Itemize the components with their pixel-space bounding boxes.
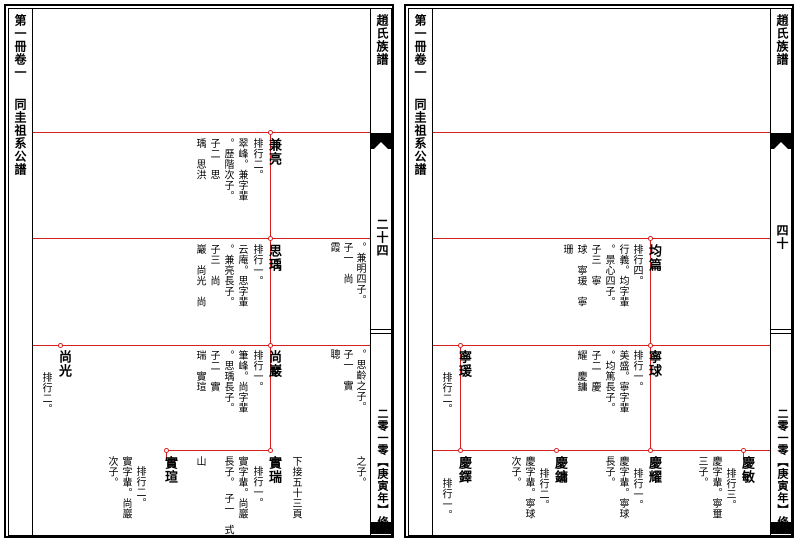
page-number: 四十 bbox=[775, 224, 789, 250]
person-name: 實瑞 bbox=[266, 456, 281, 484]
entry-line: 。歷階次子。 bbox=[222, 138, 233, 201]
entry-line: 。思齡之子。 bbox=[354, 349, 365, 412]
entry-line: 排行二。 bbox=[440, 372, 451, 414]
entry-line: 珊 bbox=[561, 244, 572, 255]
entry-line: 子二 實 bbox=[208, 350, 219, 392]
page-number: 二十四 bbox=[375, 218, 389, 257]
entry-line: 翠峰。兼字輩 bbox=[236, 138, 247, 201]
entry-line: 瑀 思洪 bbox=[194, 138, 205, 180]
entry-line: 排行一。 bbox=[440, 478, 451, 520]
entry-line: 排行一。 bbox=[631, 350, 642, 392]
person-name: 實瑄 bbox=[162, 456, 177, 484]
entry-line: 慶字輩。寧球 bbox=[617, 456, 628, 519]
entry-line: 子一 尚 bbox=[341, 242, 352, 284]
entry-line: 耀 慶鏞 bbox=[575, 350, 586, 392]
entry-line: 云庵。思字輩 bbox=[236, 244, 247, 307]
entry-line: 次子。 bbox=[106, 456, 117, 488]
entry-line: 排行一。 bbox=[251, 244, 262, 286]
entry-line: 次子。 bbox=[509, 456, 520, 488]
edition-label: 二零一零【庚寅年】修 bbox=[376, 408, 389, 528]
entry-line: 。兼明四子。 bbox=[354, 242, 365, 305]
entry-line: 子三 尚 bbox=[208, 244, 219, 286]
section-label: 同圭祖系公譜 bbox=[413, 98, 427, 176]
volume-label: 第一冊卷一 bbox=[413, 14, 427, 79]
entry-line: 長子。 子一 式 bbox=[222, 456, 233, 535]
entry-line: 子一 實 bbox=[341, 349, 352, 391]
edition-label: 二零一零【庚寅年】修 bbox=[776, 408, 789, 528]
fishtail-mark-bottom bbox=[371, 522, 391, 534]
entry-line: 下接五十三頁 bbox=[290, 456, 301, 519]
person-name: 寧球 bbox=[646, 350, 661, 378]
volume-label: 第一冊卷一 bbox=[13, 14, 27, 79]
entry-line: 行義。均字輩 bbox=[617, 244, 628, 307]
entry-line: 實字輩。尚巖 bbox=[236, 456, 247, 519]
entry-line: 瑞 實瑄 bbox=[194, 350, 205, 392]
entry-line: 排行二。 bbox=[40, 372, 51, 414]
entry-line: 排行二。 bbox=[251, 138, 262, 180]
book-title: 趙氏族譜 bbox=[775, 14, 789, 66]
entry-line: 排行二。 bbox=[134, 466, 145, 508]
entry-line: 。均篤長子。 bbox=[603, 350, 614, 413]
entry-line: 。思瑀長子。 bbox=[222, 350, 233, 413]
person-name: 均篇 bbox=[646, 244, 661, 272]
entry-line: 子二 思 bbox=[208, 138, 219, 180]
entry-line: 山 bbox=[194, 456, 205, 467]
person-name: 尚巖 bbox=[266, 350, 281, 378]
person-name: 慶鏞 bbox=[552, 456, 567, 484]
right-page-frame bbox=[408, 8, 792, 536]
entry-line: 排行二。 bbox=[537, 468, 548, 510]
entry-line: 。景心四子。 bbox=[603, 244, 614, 307]
person-name: 慶耀 bbox=[646, 456, 661, 484]
entry-line: 霞 bbox=[328, 242, 339, 253]
person-name: 思瑀 bbox=[266, 244, 281, 272]
entry-line: 三子。 bbox=[696, 456, 707, 488]
entry-line: 排行三。 bbox=[724, 468, 735, 510]
entry-line: 巖 尚光 尚 bbox=[194, 244, 205, 307]
person-name: 寧瑗 bbox=[456, 350, 471, 378]
fishtail-mark-bottom bbox=[771, 522, 791, 534]
entry-line: 實字輩。尚巖 bbox=[120, 456, 131, 519]
person-name: 尚光 bbox=[56, 350, 71, 378]
entry-line: 球 寧瑗 寧 bbox=[575, 244, 586, 307]
book-title: 趙氏族譜 bbox=[375, 14, 389, 66]
section-label: 同圭祖系公譜 bbox=[13, 98, 27, 176]
entry-line: 筆峰。尚字輩 bbox=[236, 350, 247, 413]
entry-line: 。兼亮長子。 bbox=[222, 244, 233, 307]
entry-line: 慶字輩。寧壐 bbox=[710, 456, 721, 519]
left-page-frame bbox=[8, 8, 392, 536]
person-name: 慶敏 bbox=[739, 456, 754, 484]
entry-line: 排行一。 bbox=[631, 468, 642, 510]
entry-line: 美盛。寧字輩 bbox=[617, 350, 628, 413]
person-name: 兼亮 bbox=[266, 138, 281, 166]
entry-line: 排行四。 bbox=[631, 244, 642, 286]
divider bbox=[371, 329, 391, 334]
entry-line: 子二 慶 bbox=[589, 350, 600, 392]
entry-line: 長子。 bbox=[603, 456, 614, 488]
entry-line: 聰 bbox=[328, 349, 339, 360]
entry-line: 之子。 bbox=[354, 456, 365, 488]
left-page: 第一冊卷一 同圭祖系公譜 趙氏族譜 二十四 二零一零【庚寅年】修 兼亮 排行二。… bbox=[4, 4, 394, 538]
entry-line: 排行一。 bbox=[251, 466, 262, 508]
entry-line: 子三 寧 bbox=[589, 244, 600, 286]
divider bbox=[771, 329, 791, 334]
right-page: 第一冊卷一 同圭祖系公譜 趙氏族譜 四十 二零一零【庚寅年】修 均篇 排行四。 … bbox=[404, 4, 794, 538]
entry-line: 慶字輩。寧球 bbox=[523, 456, 534, 519]
entry-line: 排行一。 bbox=[251, 350, 262, 392]
person-name: 慶鐸 bbox=[456, 456, 471, 484]
